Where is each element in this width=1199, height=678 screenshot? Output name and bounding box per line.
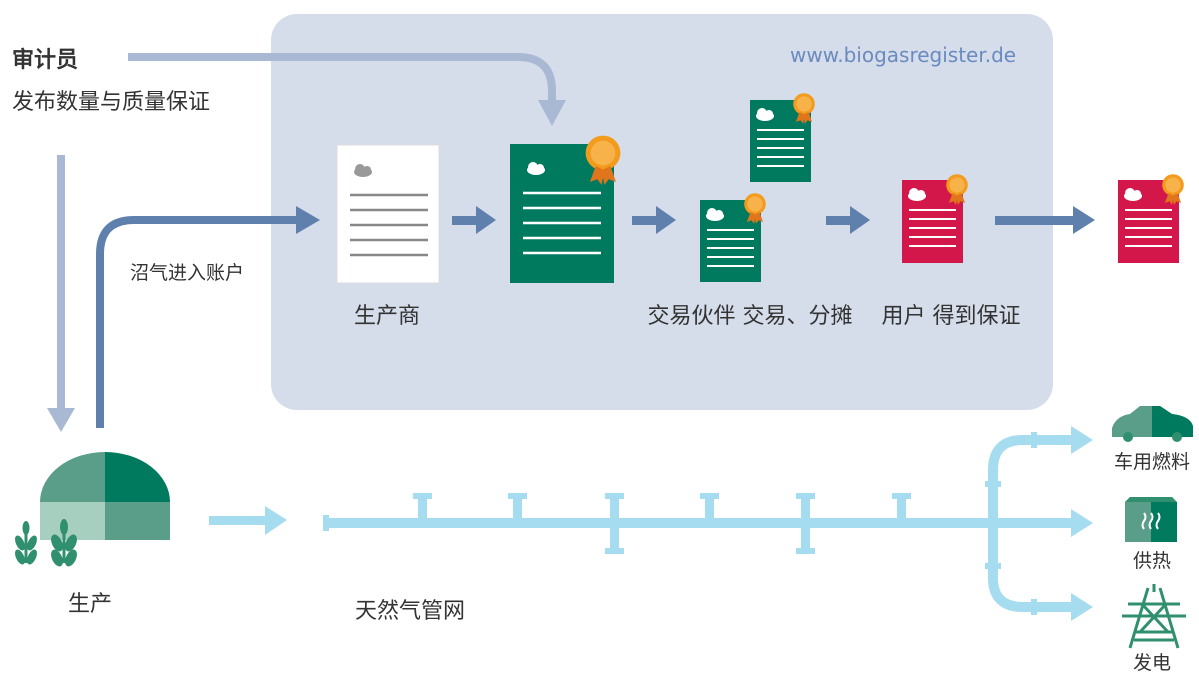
use-fuel-label: 车用燃料 xyxy=(1113,451,1191,473)
producer-label: 生产商 xyxy=(353,304,421,329)
power-pylon-icon xyxy=(1122,584,1186,649)
certificate-icon-large xyxy=(510,135,621,283)
biogas-plant-icon xyxy=(40,452,170,540)
user-label-line1: 用户 xyxy=(881,304,926,329)
producer-document-icon xyxy=(336,144,440,284)
crop-icon xyxy=(15,519,77,567)
certificate-icon-trading-bottom xyxy=(700,193,766,282)
feed-in-arrowhead xyxy=(296,206,320,234)
certificate-icon-trading-top xyxy=(750,93,815,182)
auditor-issue-arrow xyxy=(128,53,556,106)
gas-pipeline-icon xyxy=(323,493,1073,554)
certificate-icon-outside xyxy=(1118,174,1184,263)
gas-grid-label: 天然气管网 xyxy=(355,599,466,624)
production-label: 生产 xyxy=(67,592,113,617)
pipeline-split-fittings xyxy=(985,426,1093,621)
auditor-description: 发布数量与质量保证 xyxy=(12,90,211,115)
heating-icon xyxy=(1125,497,1177,542)
car-icon xyxy=(1112,406,1193,442)
arrow-user-to-outside xyxy=(995,206,1095,234)
auditor-issue-arrowhead xyxy=(538,100,566,126)
user-label: 用户 得到保证 xyxy=(881,302,1020,332)
use-power-label: 发电 xyxy=(1132,652,1172,674)
pipeline-split xyxy=(988,435,1075,612)
arrow-producer-to-certificate xyxy=(452,206,496,234)
use-heating-label: 供热 xyxy=(1132,550,1172,572)
arrow-trading-to-user xyxy=(826,206,870,234)
arrow-certificate-to-trading xyxy=(632,206,676,234)
auditor-title: 审计员 xyxy=(12,48,79,73)
auditor-down-arrowhead xyxy=(47,408,75,432)
registry-url: www.biogasregister.de xyxy=(790,43,1017,67)
trading-label-line2: 交易、分摊 xyxy=(742,304,853,329)
arrow-production-to-grid xyxy=(209,506,287,535)
feed-in-arrow xyxy=(96,216,300,428)
certificate-icon-user xyxy=(902,174,968,263)
user-label-line2: 得到保证 xyxy=(932,304,1021,329)
trading-label: 交易伙伴 交易、分摊 xyxy=(647,302,852,332)
feed-in-label: 沼气进入账户 xyxy=(130,262,245,284)
trading-label-line1: 交易伙伴 xyxy=(647,304,736,329)
